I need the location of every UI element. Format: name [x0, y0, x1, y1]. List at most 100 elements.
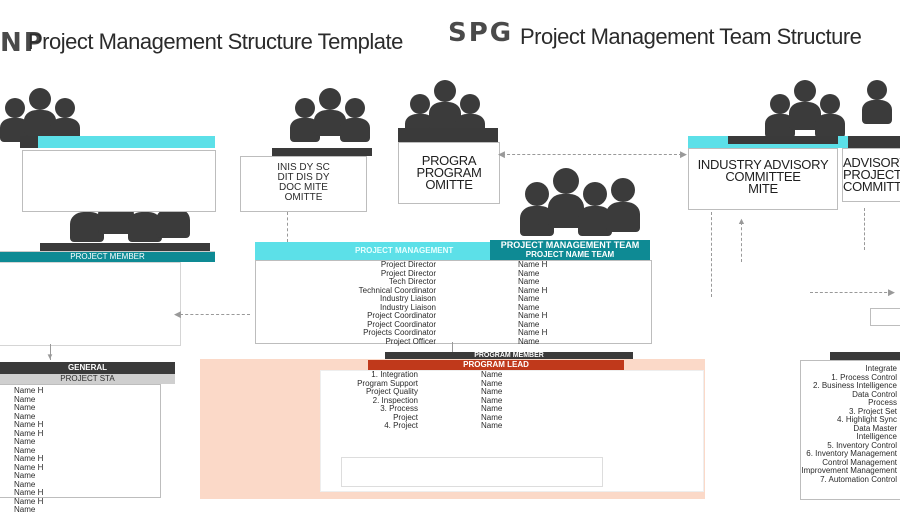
member-frame [0, 262, 181, 346]
project-sta-header: PROJECT STA [0, 374, 175, 384]
people-icon [0, 88, 80, 142]
right-committee-line: ADVISORY [843, 155, 900, 170]
member-name: Name H [14, 428, 44, 438]
member-name: Name H [14, 462, 44, 472]
steering-line: OMITTE [284, 192, 323, 203]
advisory-bar-accent [728, 136, 838, 144]
connector-line [864, 208, 865, 250]
arrow-right-icon: ▶ [680, 149, 687, 159]
program-committee-box: PROGRA PROGRAM OMITTE [398, 142, 500, 204]
people-icon [765, 80, 845, 138]
pm-name: Name [518, 294, 540, 303]
right-list-item: Data Master [853, 423, 897, 433]
pm-role: Technical Coordinator [358, 285, 436, 295]
right-list-item: Data Control [852, 389, 897, 399]
steering-line: DIT DIS DY [277, 172, 330, 183]
steering-bar [272, 148, 372, 156]
program-name: Name [481, 378, 503, 388]
program-name: Name [481, 387, 503, 396]
right-committee-box: ADVISORY PROJECT COMMITTE [842, 148, 900, 202]
right-list-item: Process [868, 398, 897, 407]
general-header: GENERAL [0, 362, 175, 374]
program-name: Name [481, 404, 503, 413]
connector-line [50, 344, 51, 360]
member-name: Name H [14, 386, 44, 395]
connector-line [502, 154, 682, 155]
logo-left: NP [0, 28, 45, 58]
committee-bar-accent [20, 136, 38, 148]
program-member-label: PROGRAM MEMBER [474, 352, 544, 359]
program-lead-header: PROGRAM LEAD [368, 360, 624, 370]
program-role: 1. Integration [371, 370, 418, 379]
pm-header-right-label: PROJECT MANAGEMENT TEAM [500, 240, 640, 250]
arrow-left-icon: ◀ [498, 149, 505, 159]
program-role: 4. Project [384, 421, 418, 430]
pm-role: Project Director [380, 260, 436, 269]
pm-sub-right-label: PROJECT NAME TEAM [525, 250, 615, 259]
member-header: PROJECT MEMBER [0, 251, 215, 264]
member-name: Name H [14, 496, 44, 506]
pm-role: Project Officer [385, 336, 436, 346]
connector-line [180, 314, 250, 315]
advisory-line: INDUSTRY ADVISORY [697, 157, 829, 172]
program-name: Name [481, 421, 503, 430]
program-name: Name [481, 412, 503, 422]
people-icon [290, 88, 370, 142]
connector-line [452, 342, 453, 354]
member-name: Name [14, 403, 36, 412]
right-small-box [870, 308, 900, 326]
right-list-item: Control Management [822, 457, 897, 467]
pm-header-right: PROJECT MANAGEMENT TEAM PROJECT NAME TEA… [490, 240, 650, 260]
right-list-item: 7. Automation Control [820, 474, 897, 484]
program-role: 2. Inspection [372, 395, 418, 405]
program-member-bar: PROGRAM MEMBER [385, 352, 633, 360]
pm-role: Industry Liaison [379, 302, 436, 312]
member-name: Name [14, 479, 36, 489]
steering-line: INIS DY SC [277, 162, 330, 173]
right-list-item: 5. Inventory Control [827, 440, 897, 450]
committee-box-left [22, 150, 216, 212]
member-name: Name [14, 471, 36, 480]
member-name: Name [14, 394, 36, 404]
pm-name: Name [518, 302, 540, 312]
pm-name: Name [518, 336, 540, 346]
pm-name: Name H [518, 285, 548, 295]
logo-right: SPG [448, 18, 514, 48]
right-list-item: 6. Inventory Management [806, 449, 897, 458]
right-committee-line: PROJECT [843, 167, 900, 182]
right-list-item: 1. Process Control [831, 372, 897, 382]
right-committee-line: COMMITTE [843, 179, 900, 194]
right-committee-bar [848, 136, 900, 148]
advisory-line: MITE [748, 181, 778, 196]
member-bar [40, 243, 210, 251]
steering-committee-box: INIS DY SC DIT DIS DY DOC MITE OMITTE [240, 156, 367, 212]
right-list-item: 3. Project Set [848, 406, 897, 416]
connector-line [741, 222, 742, 262]
committee-bar-left [20, 136, 215, 148]
arrow-up-icon: ▲ [737, 216, 746, 226]
member-name: Name [14, 445, 36, 455]
connector-line [287, 212, 288, 242]
arrow-right-icon: ▶ [888, 287, 895, 297]
program-role: 3. Process [380, 404, 418, 413]
advisory-committee-box: INDUSTRY ADVISORY COMMITTEE MITE [688, 148, 838, 210]
right-list-item: 2. Business Intelligence [812, 381, 897, 390]
pm-role: Industry Liaison [379, 294, 436, 303]
pm-name: Name [518, 268, 540, 278]
right-list-bar [830, 352, 900, 360]
pm-name: Name H [518, 260, 548, 269]
pm-role: Project Coordinator [367, 311, 436, 320]
pm-name: Name H [518, 311, 548, 320]
right-list-item: Intelligence [856, 432, 897, 441]
program-name: Name [481, 370, 503, 379]
member-header-label: PROJECT MEMBER [0, 252, 215, 262]
advisory-line: COMMITTEE [725, 169, 801, 184]
